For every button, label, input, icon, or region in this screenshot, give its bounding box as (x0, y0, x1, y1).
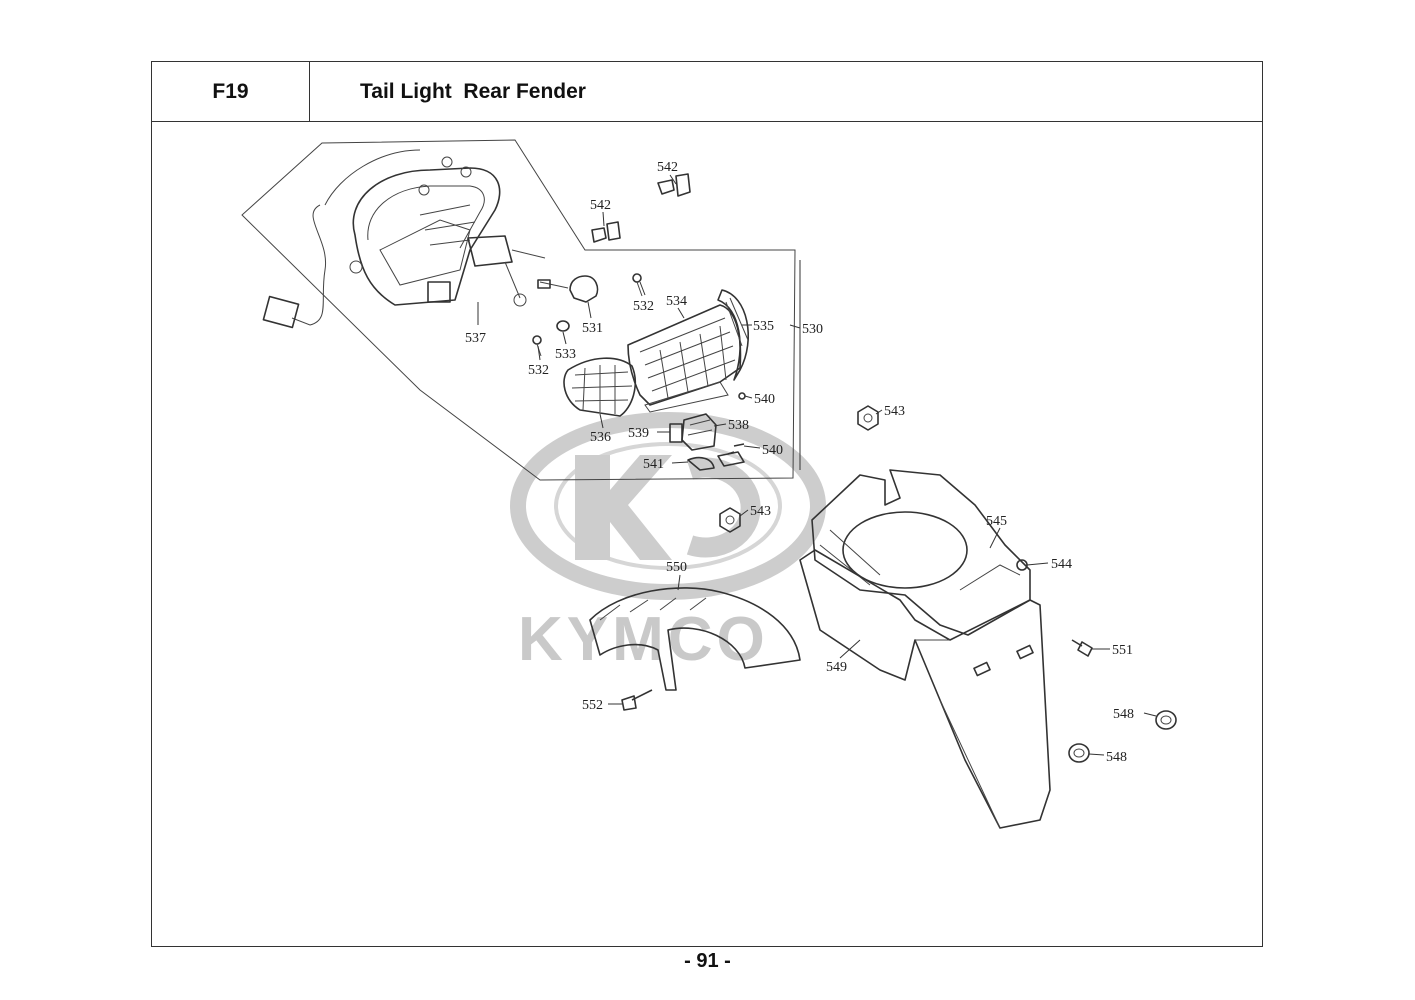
callout-543-upper: 543 (884, 404, 905, 419)
washer-533 (556, 320, 570, 332)
callout-530: 530 (802, 322, 823, 337)
callout-552: 552 (582, 698, 603, 713)
callout-542-upper: 542 (657, 160, 678, 175)
screw-532-upper (632, 273, 643, 297)
reflector-535 (717, 289, 750, 381)
callout-labels: 542 542 537 531 532 534 535 530 533 532 … (465, 160, 1134, 765)
diagram-frame: F19 Tail Light Rear Fender (151, 61, 1263, 947)
screw-540-upper (738, 392, 746, 400)
callout-550: 550 (666, 560, 687, 575)
callout-536: 536 (590, 430, 611, 445)
watermark-brand-text: KYMCO (518, 605, 769, 674)
bolt-551 (1071, 639, 1093, 657)
callout-548-lower: 548 (1106, 750, 1127, 765)
callout-532-lower: 532 (528, 363, 549, 378)
bulb-539 (669, 423, 683, 443)
bolt-552 (621, 689, 653, 711)
callout-532-upper: 532 (633, 299, 654, 314)
grommet-548-lower (1068, 743, 1090, 763)
clip-542-upper (657, 173, 691, 197)
page-title: Tail Light Rear Fender (310, 62, 1262, 122)
nut-543-upper (857, 405, 879, 431)
page-number: - 91 - (684, 950, 731, 972)
callout-542-lower: 542 (590, 198, 611, 213)
callout-540-upper: 540 (754, 392, 775, 407)
rear-fender-549 (799, 549, 1051, 829)
nut-543-lower (719, 507, 741, 533)
plate-540-lower (717, 451, 745, 467)
callout-551: 551 (1112, 643, 1133, 658)
callout-544: 544 (1051, 557, 1072, 572)
callout-543-lower: 543 (750, 504, 771, 519)
grommet-548-upper (1155, 710, 1177, 730)
callout-537: 537 (465, 331, 486, 346)
assembly-boundary (241, 139, 796, 481)
tail-lens-534 (627, 304, 742, 413)
bracket-541 (687, 456, 715, 471)
callout-539: 539 (628, 426, 649, 441)
callout-548-upper: 548 (1113, 707, 1134, 722)
turn-signal-lens-536 (563, 357, 636, 417)
callout-549: 549 (826, 660, 847, 675)
section-code: F19 (152, 62, 310, 122)
rear-fender-545 (811, 469, 1031, 636)
callout-535: 535 (753, 319, 774, 334)
callout-541: 541 (643, 457, 664, 472)
callout-545: 545 (986, 514, 1007, 529)
callout-531: 531 (582, 321, 603, 336)
kymco-logo-watermark: KYMCO (510, 412, 826, 674)
callout-533: 533 (555, 347, 576, 362)
callout-538: 538 (728, 418, 749, 433)
screw-532-lower (532, 335, 542, 357)
mud-guard-550 (589, 587, 801, 691)
callout-540-lower: 540 (762, 443, 783, 458)
callout-534: 534 (666, 294, 687, 309)
leader-lines (477, 174, 1157, 756)
bulb-531 (537, 275, 599, 303)
clip-542-lower (591, 221, 621, 243)
tail-light-housing-537 (262, 149, 546, 329)
